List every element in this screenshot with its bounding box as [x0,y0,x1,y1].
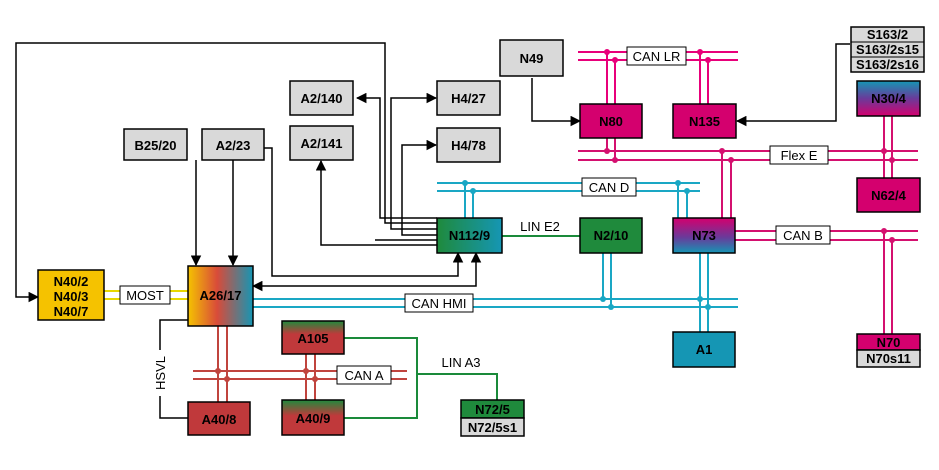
node-n80[interactable]: N80 [579,103,643,139]
lin-a3-label: LIN A3 [432,355,490,370]
svg-text:N72/5: N72/5 [475,402,510,417]
svg-text:N70s11: N70s11 [866,351,911,366]
svg-text:CAN LR: CAN LR [633,49,681,64]
svg-text:A2/141: A2/141 [301,136,343,151]
svg-text:CAN A: CAN A [344,368,383,383]
svg-text:A105: A105 [297,331,328,346]
svg-text:MOST: MOST [126,288,164,303]
can-hmi-junctions [600,296,711,310]
node-a40-9[interactable]: A40/9 [281,399,345,436]
hsvl-label: HSVL [150,350,170,396]
svg-text:N73: N73 [692,228,716,243]
svg-text:N70: N70 [877,335,901,350]
node-n70[interactable]: N70 N70s11 [856,333,921,368]
can-hmi-label: CAN HMI [404,293,474,313]
can-d-label: CAN D [581,177,637,197]
flex-e-junctions [604,148,895,163]
can-hmi-bus [253,253,738,332]
node-a1[interactable]: A1 [672,331,736,368]
svg-text:HSVL: HSVL [153,356,168,390]
node-h4-27[interactable]: H4/27 [436,80,501,116]
svg-text:N40/2: N40/2 [54,274,89,289]
svg-text:N62/4: N62/4 [871,188,906,203]
svg-text:N2/10: N2/10 [594,228,629,243]
svg-text:S163/2: S163/2 [867,27,908,42]
svg-text:CAN D: CAN D [589,180,629,195]
node-a2-23[interactable]: A2/23 [201,128,265,161]
svg-text:A26/17: A26/17 [200,288,242,303]
svg-text:LIN A3: LIN A3 [441,355,480,370]
can-lr-junctions [604,49,711,63]
can-b-bus [735,230,918,334]
svg-text:N112/9: N112/9 [449,228,490,243]
node-a26-17[interactable]: A26/17 [187,265,254,327]
svg-text:CAN B: CAN B [783,228,823,243]
svg-text:N40/7: N40/7 [54,304,89,319]
svg-text:S163/2s15: S163/2s15 [856,42,919,57]
can-b-junctions [881,228,895,243]
svg-text:A1: A1 [696,342,713,357]
svg-text:B25/20: B25/20 [135,138,177,153]
flex-e-bus [578,116,918,218]
can-lr-label: CAN LR [626,46,687,66]
node-n62-4[interactable]: N62/4 [856,177,921,213]
can-b-label: CAN B [775,225,831,245]
node-b25-20[interactable]: B25/20 [123,128,188,161]
svg-text:H4/27: H4/27 [451,91,486,106]
node-n2-10[interactable]: N2/10 [579,217,643,254]
svg-text:N135: N135 [689,114,720,129]
svg-text:A2/23: A2/23 [216,138,251,153]
can-a-label: CAN A [336,365,392,385]
lin-e2-label: LIN E2 [510,219,570,234]
svg-text:Flex E: Flex E [781,148,818,163]
can-d-junctions [462,180,690,194]
node-h4-78[interactable]: H4/78 [436,127,501,163]
svg-text:N49: N49 [520,51,544,66]
svg-text:A40/9: A40/9 [296,411,331,426]
lin-a3-bus [344,337,418,419]
most-label: MOST [119,285,171,305]
svg-text:CAN HMI: CAN HMI [412,296,467,311]
node-n30-4[interactable]: N30/4 [856,80,921,117]
node-a40-8[interactable]: A40/8 [187,401,251,436]
svg-text:A40/8: A40/8 [202,412,237,427]
node-a2-140[interactable]: A2/140 [289,80,354,116]
signal-wires [15,42,850,303]
node-n73[interactable]: N73 [672,217,736,254]
node-a105[interactable]: A105 [281,320,345,355]
svg-text:N40/3: N40/3 [54,289,89,304]
node-n72-5[interactable]: N72/5 N72/5s1 [460,399,525,437]
node-n40[interactable]: N40/2 N40/3 N40/7 [37,269,105,321]
lin-a3-branch [417,373,498,400]
svg-text:S163/2s16: S163/2s16 [856,57,919,72]
svg-text:LIN E2: LIN E2 [520,219,560,234]
node-n49[interactable]: N49 [499,39,564,77]
svg-text:N30/4: N30/4 [871,91,906,106]
can-a-junctions [215,368,318,382]
node-n112-9[interactable]: N112/9 [436,217,503,254]
svg-text:N72/5s1: N72/5s1 [468,420,517,435]
can-d-bus [437,182,700,218]
node-a2-141[interactable]: A2/141 [289,125,354,161]
svg-text:A2/140: A2/140 [301,91,343,106]
flex-e-label: Flex E [769,145,829,165]
node-n135[interactable]: N135 [672,103,737,139]
node-s163[interactable]: S163/2 S163/2s15 S163/2s16 [850,26,925,73]
svg-text:N80: N80 [599,114,623,129]
svg-text:H4/78: H4/78 [451,138,486,153]
